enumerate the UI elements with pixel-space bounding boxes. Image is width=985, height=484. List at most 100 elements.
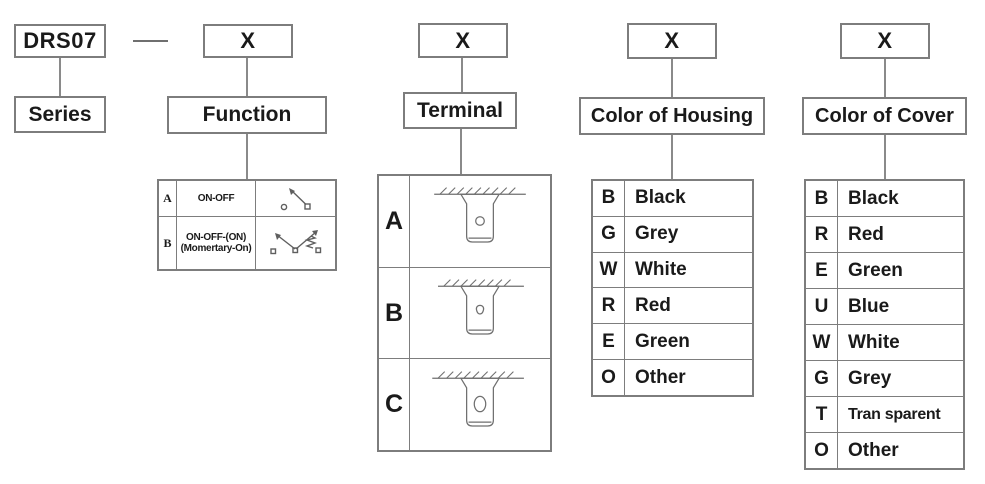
cover-code: X xyxy=(877,28,893,53)
connector-line xyxy=(671,135,673,179)
cover-option-value: Blue xyxy=(848,295,890,317)
function-code: X xyxy=(240,28,256,53)
function-key-a: A xyxy=(159,181,177,216)
series-label: Series xyxy=(28,102,92,126)
function-key-b: B xyxy=(159,217,177,269)
terminal-drawing-b-cell xyxy=(410,268,550,359)
cover-option-key: O xyxy=(806,433,838,468)
terminal-oval-hole-icon xyxy=(432,370,524,427)
spst-switch-icon xyxy=(280,187,311,210)
series-label-box: Series xyxy=(14,96,106,133)
housing-option-key: W xyxy=(593,252,625,288)
cover-label: Color of Cover xyxy=(815,104,954,127)
cover-option-key: E xyxy=(806,253,838,288)
function-desc-b-line2: (Momertary-On) xyxy=(180,243,252,254)
function-desc-a-text: ON-OFF xyxy=(197,192,235,204)
housing-option-value: Green xyxy=(635,330,690,352)
table-row: W White xyxy=(806,325,963,361)
cover-option-value: Other xyxy=(848,439,899,461)
housing-option-key: R xyxy=(593,288,625,324)
function-table: A ON-OFF B ON-OFF-(ON) (Momertary-O xyxy=(157,179,337,271)
terminal-key-a: A xyxy=(379,176,410,267)
table-row: U Blue xyxy=(806,289,963,325)
terminal-row-b: B xyxy=(379,267,550,360)
terminal-code: X xyxy=(455,27,471,53)
terminal-round-hole-icon xyxy=(434,187,526,243)
table-row: G Grey xyxy=(806,361,963,397)
table-row: W White xyxy=(593,252,752,289)
cover-option-value: Tran sparent xyxy=(848,405,941,423)
housing-option-key: O xyxy=(593,360,625,395)
housing-code: X xyxy=(664,28,680,53)
housing-label: Color of Housing xyxy=(590,104,754,127)
connector-line xyxy=(460,129,462,174)
housing-option-key: G xyxy=(593,216,625,252)
cover-code-box: X xyxy=(840,23,930,59)
function-label: Function xyxy=(202,103,292,126)
table-row: E Green xyxy=(593,324,752,361)
housing-option-value: Red xyxy=(635,294,671,316)
housing-option-key: B xyxy=(593,181,625,216)
terminal-code-box: X xyxy=(418,23,508,58)
table-row: B Black xyxy=(806,181,963,217)
spdt-momentary-switch-icon xyxy=(269,230,321,255)
terminal-row-a: A xyxy=(379,176,550,268)
housing-code-box: X xyxy=(627,23,717,59)
table-row: R Red xyxy=(806,217,963,253)
dash-separator xyxy=(133,40,168,42)
connector-line xyxy=(246,134,248,179)
table-row: E Green xyxy=(806,253,963,289)
connector-line xyxy=(884,59,886,97)
cover-option-value: Black xyxy=(848,187,899,209)
connector-line xyxy=(59,58,61,96)
terminal-key-c: C xyxy=(379,359,410,451)
terminal-key-b: B xyxy=(379,267,410,359)
cover-option-key: T xyxy=(806,397,838,432)
series-code-box: DRS07 xyxy=(14,24,106,58)
function-symbol-b-cell xyxy=(256,217,335,269)
table-row: T Tran sparent xyxy=(806,397,963,433)
cover-color-table: B Black R Red E Green U Blue W White G G… xyxy=(804,179,965,470)
table-row: O Other xyxy=(806,433,963,468)
function-code-box: X xyxy=(203,24,293,58)
table-row: B Black xyxy=(593,181,752,217)
cover-option-value: Red xyxy=(848,223,884,245)
cover-option-key: B xyxy=(806,181,838,216)
cover-option-value: Grey xyxy=(848,367,892,389)
cover-option-key: R xyxy=(806,217,838,252)
terminal-keyhole-icon xyxy=(438,279,524,335)
cover-option-value: Green xyxy=(848,259,903,281)
cover-option-value: White xyxy=(848,331,900,353)
function-row-a: A ON-OFF xyxy=(159,181,335,217)
function-label-box: Function xyxy=(167,96,327,134)
housing-option-value: Grey xyxy=(635,223,679,245)
terminal-row-c: C xyxy=(379,359,550,451)
function-desc-a: ON-OFF xyxy=(177,181,256,216)
housing-option-key: E xyxy=(593,324,625,360)
function-row-b: B ON-OFF-(ON) (Momertary-On) xyxy=(159,217,335,269)
cover-option-key: G xyxy=(806,361,838,396)
housing-option-value: Other xyxy=(635,366,686,388)
connector-line xyxy=(884,135,886,179)
function-desc-b-line1: ON-OFF-(ON) xyxy=(185,231,246,243)
cover-label-box: Color of Cover xyxy=(802,97,967,135)
series-code: DRS07 xyxy=(23,28,97,53)
terminal-drawing-c-cell xyxy=(410,359,550,450)
table-row: G Grey xyxy=(593,216,752,253)
housing-option-value: Black xyxy=(635,187,686,209)
terminal-table: A xyxy=(377,174,552,452)
table-row: O Other xyxy=(593,360,752,395)
terminal-label-box: Terminal xyxy=(403,92,517,129)
terminal-label: Terminal xyxy=(417,98,503,122)
housing-color-table: B Black G Grey W White R Red E Green O O… xyxy=(591,179,754,397)
function-symbol-a-cell xyxy=(256,181,335,216)
connector-line xyxy=(246,58,248,96)
housing-label-box: Color of Housing xyxy=(579,97,765,135)
function-desc-b: ON-OFF-(ON) (Momertary-On) xyxy=(177,217,256,269)
table-row: R Red xyxy=(593,288,752,325)
terminal-drawing-a-cell xyxy=(410,176,550,267)
connector-line xyxy=(461,58,463,92)
cover-option-key: U xyxy=(806,289,838,324)
cover-option-key: W xyxy=(806,325,838,360)
